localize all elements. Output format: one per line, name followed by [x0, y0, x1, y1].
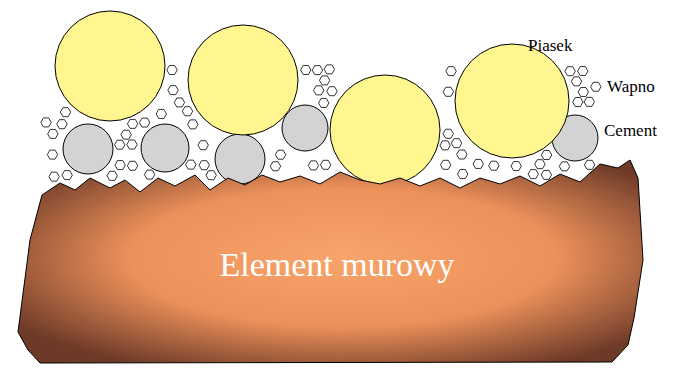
lime-grain — [115, 140, 125, 149]
lime-grain — [528, 170, 538, 179]
cement-grain — [282, 105, 328, 151]
sand-grain — [455, 44, 569, 158]
lime-grain — [313, 86, 323, 95]
lime-grain — [270, 162, 280, 171]
lime-grain — [440, 141, 450, 150]
lime-grain — [511, 162, 521, 171]
lime-grain — [312, 66, 322, 75]
lime-grain — [319, 76, 329, 85]
lime-grain — [578, 87, 588, 96]
lime-grain — [49, 172, 59, 181]
lime-grain — [144, 170, 154, 179]
lime-grain — [127, 140, 137, 149]
component-label: Cement — [604, 121, 657, 141]
lime-grain — [167, 65, 177, 74]
sand-grain — [55, 11, 165, 121]
lime-grain — [121, 130, 131, 139]
lime-grain — [206, 171, 216, 180]
lime-grain — [451, 139, 461, 148]
lime-grain — [182, 107, 192, 116]
lime-grain — [541, 151, 551, 160]
lime-grain — [115, 161, 125, 170]
lime-grain — [319, 98, 329, 107]
cement-grain — [141, 124, 189, 172]
lime-grain — [565, 67, 575, 76]
lime-grain — [156, 109, 166, 118]
lime-grain — [473, 159, 483, 168]
lime-grain — [327, 87, 337, 96]
lime-grain — [446, 67, 456, 76]
lime-grain — [591, 82, 601, 91]
lime-grain — [320, 160, 330, 169]
lime-grain — [139, 118, 149, 127]
component-label: Piasek — [528, 36, 572, 56]
lime-grain — [441, 160, 451, 169]
masonry-outline — [18, 160, 643, 363]
lime-grain — [457, 170, 467, 179]
sand-particles — [55, 11, 569, 185]
lime-grain — [324, 65, 334, 74]
component-label: Wapno — [607, 77, 655, 97]
lime-grain — [60, 108, 70, 117]
sand-grain — [330, 75, 440, 185]
lime-grain — [174, 98, 184, 107]
lime-grain — [308, 161, 318, 170]
lime-grain — [457, 150, 467, 159]
lime-grain — [584, 97, 594, 106]
lime-grain — [198, 141, 208, 150]
lime-grain — [107, 171, 117, 180]
lime-grain — [48, 129, 58, 138]
lime-grain — [47, 150, 57, 159]
lime-grain — [571, 77, 581, 86]
lime-grain — [541, 170, 551, 179]
lime-grain — [275, 150, 285, 159]
lime-grain — [443, 129, 453, 138]
lime-grain — [188, 120, 198, 129]
lime-grain — [127, 161, 137, 170]
lime-grain — [127, 119, 137, 128]
sand-grain — [188, 25, 298, 135]
lime-grain — [559, 162, 569, 171]
lime-grain — [41, 118, 51, 127]
lime-grain — [186, 160, 196, 169]
lime-grain — [535, 160, 545, 169]
masonry-element: Element murowy — [10, 150, 655, 369]
lime-grain — [301, 65, 311, 74]
lime-grain — [199, 161, 209, 170]
lime-grain — [578, 67, 588, 76]
lime-grain — [584, 160, 594, 169]
lime-grain — [168, 86, 178, 95]
lime-grain — [573, 98, 583, 107]
element-label: Element murowy — [219, 246, 454, 283]
lime-grain — [443, 87, 453, 96]
lime-grain — [62, 171, 72, 180]
cement-grain — [215, 134, 265, 184]
cement-grain — [63, 124, 113, 174]
lime-grain — [489, 161, 499, 170]
lime-grain — [57, 120, 67, 129]
